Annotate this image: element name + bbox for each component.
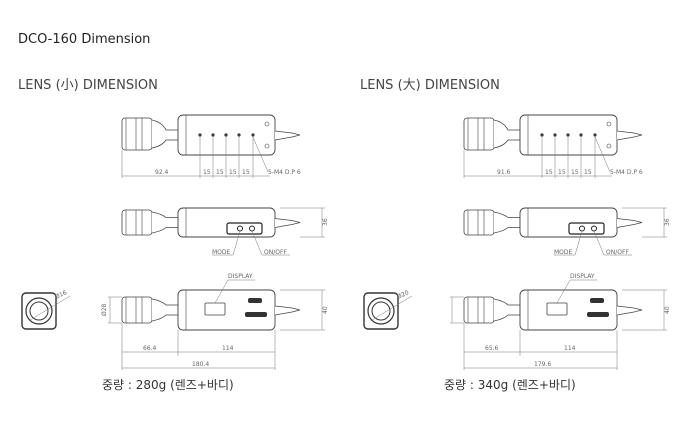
dim-lens-length-top: 92.4 — [155, 169, 169, 176]
onoff-label: ON/OFF — [606, 249, 629, 256]
dim-hole-pitch: 15 — [584, 169, 592, 176]
display-label: DISPLAY — [228, 273, 253, 280]
dim-hole-pitch: 15 — [571, 169, 579, 176]
button-panel — [568, 222, 605, 235]
mode-label: MODE — [554, 249, 573, 256]
dim-hole-pitch: 15 — [203, 169, 211, 176]
hole-note: 5-M4 D.P 6 — [268, 169, 301, 176]
dim-front-height: 40 — [664, 306, 671, 314]
top-view: 91.6 15 15 15 15 5-M4 D.P 6 — [463, 114, 643, 178]
section-heading-large-lens: LENS (大) DIMENSION — [360, 78, 500, 93]
mode-label: MODE — [212, 249, 231, 256]
section-heading-small-lens: LENS (小) DIMENSION — [18, 78, 158, 93]
dim-side-height: 36 — [322, 218, 329, 226]
dim-hole-pitch: 15 — [216, 169, 224, 176]
hole-note: 5-M4 D.P 6 — [610, 169, 643, 176]
front-view: DISPLAY 40 Ø28 66.4 114 180.4 — [101, 273, 329, 370]
dim-lens-length-top: 91.6 — [497, 169, 511, 176]
weight-label: 중량 : 340g (렌즈+바디) — [444, 378, 576, 392]
display-window — [546, 302, 568, 316]
display-label: DISPLAY — [570, 273, 595, 280]
dim-side-height: 36 — [664, 218, 671, 226]
dim-hole-pitch: 15 — [558, 169, 566, 176]
page-title: DCO-160 Dimension — [18, 32, 151, 47]
dim-lens-face-diameter: Ø20 — [396, 289, 410, 301]
dim-hole-pitch: 15 — [545, 169, 553, 176]
onoff-label: ON/OFF — [264, 249, 287, 256]
display-window — [204, 302, 226, 316]
dim-total-length: 180.4 — [192, 361, 209, 368]
dim-front-height: 40 — [322, 306, 329, 314]
dim-body-length: 114 — [564, 345, 576, 352]
front-view: DISPLAY 40 65.6 114 179.6 — [450, 273, 671, 370]
dim-lens-diameter: Ø28 — [101, 303, 108, 316]
dim-total-length: 179.6 — [534, 361, 551, 368]
lens-face-view: Ø16 — [21, 289, 71, 330]
top-view: 92.4 15 15 15 15 5-M4 D.P 6 — [121, 114, 301, 178]
lens-face-view: Ø20 — [363, 289, 413, 330]
dim-body-length: 114 — [222, 345, 234, 352]
button-panel — [226, 222, 263, 235]
dim-hole-pitch: 15 — [242, 169, 250, 176]
dim-lens-length: 65.6 — [485, 345, 499, 352]
dim-hole-pitch: 15 — [229, 169, 237, 176]
dim-lens-length: 66.4 — [143, 345, 157, 352]
dim-lens-face-diameter: Ø16 — [54, 289, 68, 301]
weight-label: 중량 : 280g (렌즈+바디) — [102, 378, 234, 392]
